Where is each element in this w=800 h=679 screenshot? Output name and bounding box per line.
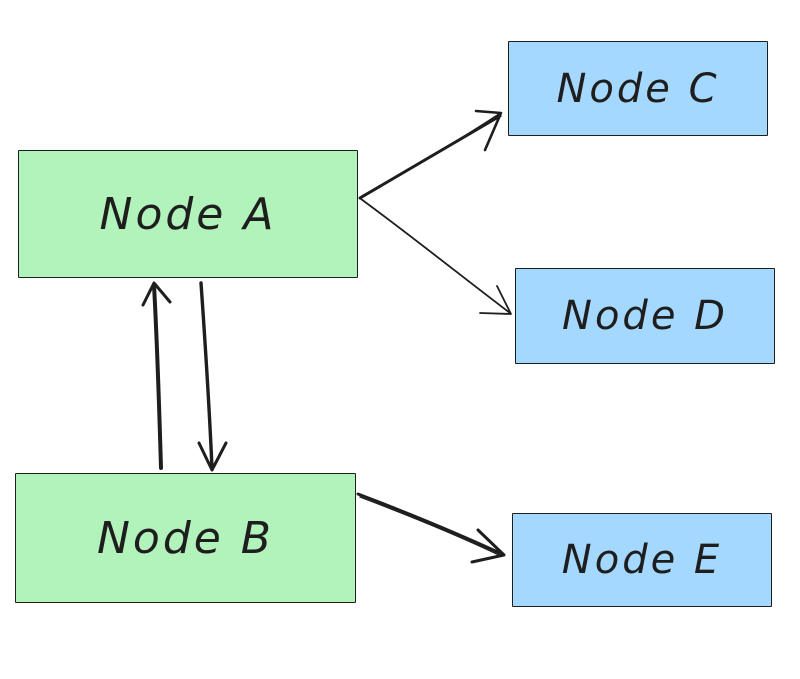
node-a-label: Node A [99,188,277,240]
node-a[interactable]: Node A [18,150,358,278]
node-b-label: Node B [96,512,274,564]
edge-b-to-e [356,492,506,564]
node-d-label: Node D [562,293,728,339]
edge-b-to-a [141,281,172,470]
node-e[interactable]: Node E [512,513,772,607]
node-d[interactable]: Node D [515,268,775,364]
node-c[interactable]: Node C [508,41,768,136]
node-b[interactable]: Node B [15,473,356,603]
node-c-label: Node C [556,65,720,112]
edge-a-to-c [358,109,503,200]
node-e-label: Node E [561,537,723,583]
edge-a-to-d [360,198,512,315]
edge-a-to-b [197,281,228,472]
